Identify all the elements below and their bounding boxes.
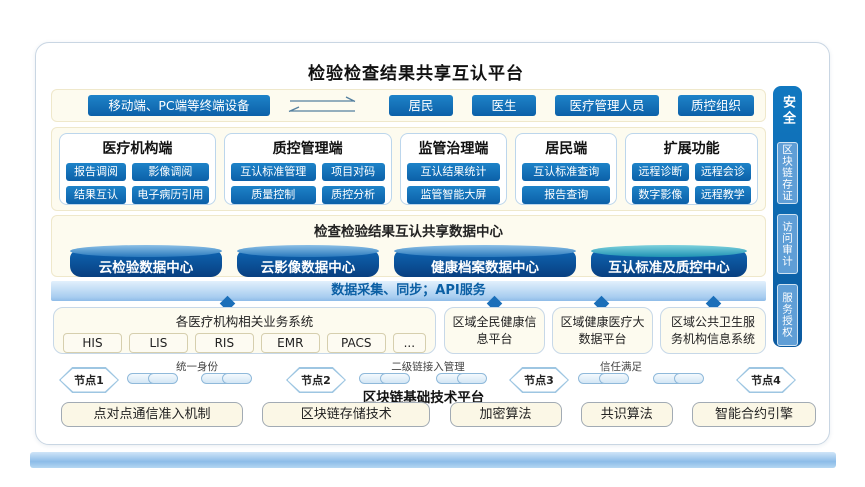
data-center-section: 检查检验结果互认共享数据中心 云检验数据中心 云影像数据中心 健康档案数据中心 … [51, 215, 766, 277]
blockchain-node-2: 节点2 [286, 367, 346, 393]
chain-link-icon [653, 373, 704, 384]
security-item-service-authorization: 服务授权 [777, 284, 798, 346]
chain-link-icon [201, 373, 252, 384]
blockchain-components-row: 点对点通信准入机制 区块链存储技术 加密算法 共识算法 智能合约引擎 [61, 402, 816, 427]
component-smart-contract: 智能合约引擎 [692, 402, 816, 427]
blockchain-node-4: 节点4 [736, 367, 796, 393]
cylinder-label: 互认标准及质控中心 [608, 259, 730, 276]
user-role-medical-admin: 医疗管理人员 [555, 95, 659, 116]
component-p2p-access: 点对点通信准入机制 [61, 402, 243, 427]
link-label-subchain-access: 二级链接入管理 [391, 361, 465, 373]
security-item-access-audit: 访问审计 [777, 214, 798, 274]
feature-quality-control: 质量控制 [230, 186, 316, 204]
feature-item-mapping: 项目对码 [321, 163, 385, 181]
chain-link-icon [436, 373, 487, 384]
cylinder-label: 健康档案数据中心 [431, 259, 539, 276]
user-role-qc-org: 质控组织 [678, 95, 754, 116]
feature-smart-dashboard: 监管智能大屏 [406, 186, 501, 204]
feature-remote-consultation: 远程会诊 [694, 163, 752, 181]
system-his: HIS [63, 333, 122, 353]
feature-report-query: 报告查询 [522, 186, 611, 204]
panel-resident: 居民端 互认标准查询 报告查询 [515, 133, 618, 205]
system-ellipsis: ... [392, 333, 426, 353]
link-label-trust: 信任满足 [600, 361, 642, 373]
component-encryption: 加密算法 [449, 402, 562, 427]
panel-title: 监管治理端 [418, 141, 489, 157]
terminal-device-box: 移动端、PC端等终端设备 [88, 95, 270, 116]
feature-remote-teaching: 远程教学 [694, 186, 752, 204]
feature-result-recognition: 结果互认 [66, 186, 126, 204]
feature-standard-management: 互认标准管理 [230, 163, 316, 181]
chain-link-icon [359, 373, 410, 384]
node-label: 节点1 [74, 374, 104, 387]
platform-frame: 检验检查结果共享互认平台 移动端、PC端等终端设备 居民 医生 医疗管理人员 质… [35, 42, 830, 445]
regional-platform-public-health: 区域公共卫生服务机构信息系统 [660, 307, 766, 354]
feature-recognition-stats: 互认结果统计 [406, 163, 501, 181]
feature-emr-reference: 电子病历引用 [132, 186, 209, 204]
security-sidebar: 安全 区块链存证 访问审计 服务授权 [773, 86, 802, 347]
feature-qc-analysis: 质控分析 [321, 186, 385, 204]
panel-title: 居民端 [545, 141, 588, 157]
panel-supervision: 监管治理端 互认结果统计 监管智能大屏 [399, 133, 508, 205]
link-label-identity: 统一身份 [176, 361, 218, 373]
blockchain-node-3: 节点3 [509, 367, 569, 393]
security-title: 安全 [780, 95, 795, 127]
system-lis: LIS [128, 333, 188, 353]
panel-medical-institution: 医疗机构端 报告调阅 影像调阅 结果互认 电子病历引用 [59, 133, 216, 205]
node-label: 节点2 [301, 374, 331, 387]
client-panels-row: 医疗机构端 报告调阅 影像调阅 结果互认 电子病历引用 质控管理端 互认标准管理… [51, 127, 766, 211]
component-consensus: 共识算法 [580, 402, 673, 427]
cylinder-imaging-data-center: 云影像数据中心 [237, 245, 379, 277]
panel-title: 质控管理端 [272, 141, 343, 157]
feature-standard-query: 互认标准查询 [522, 163, 611, 181]
node-label: 节点3 [524, 374, 554, 387]
api-service-bar: 数据采集、同步；API服务 [51, 281, 766, 301]
cylinder-health-record-center: 健康档案数据中心 [394, 245, 576, 277]
blockchain-node-row: 统一身份 二级链接入管理 信任满足 节点1 节点2 节点3 节点4 [51, 359, 811, 395]
feature-remote-diagnosis: 远程诊断 [632, 163, 689, 181]
hospital-systems-box: 各医疗机构相关业务系统 HIS LIS RIS EMR PACS ... [53, 307, 436, 354]
panel-qc-management: 质控管理端 互认标准管理 项目对码 质量控制 质控分析 [223, 133, 392, 205]
cylinder-standard-qc-center: 互认标准及质控中心 [591, 245, 747, 277]
panel-title: 扩展功能 [663, 141, 720, 157]
regional-platform-big-data: 区域健康医疗大数据平台 [552, 307, 653, 354]
blockchain-node-1: 节点1 [59, 367, 119, 393]
security-item-blockchain-evidence: 区块链存证 [777, 142, 798, 204]
terminal-row: 移动端、PC端等终端设备 居民 医生 医疗管理人员 质控组织 [51, 89, 766, 122]
panel-title: 医疗机构端 [102, 141, 173, 157]
component-storage: 区块链存储技术 [262, 402, 431, 427]
system-ris: RIS [194, 333, 254, 353]
node-label: 节点4 [751, 374, 781, 387]
panel-extended-functions: 扩展功能 远程诊断 远程会诊 数字影像 远程教学 [625, 133, 759, 205]
system-emr: EMR [260, 333, 320, 353]
user-role-resident: 居民 [389, 95, 453, 116]
system-pacs: PACS [326, 333, 386, 353]
chain-link-icon [127, 373, 178, 384]
user-role-doctor: 医生 [472, 95, 536, 116]
feature-report-view: 报告调阅 [66, 163, 126, 181]
bidirectional-arrow-icon [288, 95, 356, 112]
chain-link-icon [578, 373, 629, 384]
base-platform-bar [30, 452, 836, 468]
data-center-title: 检查检验结果互认共享数据中心 [314, 224, 503, 240]
hospital-systems-title: 各医疗机构相关业务系统 [175, 314, 314, 329]
cylinder-label: 云影像数据中心 [260, 259, 356, 276]
cylinder-lab-data-center: 云检验数据中心 [70, 245, 222, 277]
page-title: 检验检查结果共享互认平台 [308, 64, 524, 84]
cylinder-label: 云检验数据中心 [98, 259, 194, 276]
feature-digital-imaging: 数字影像 [632, 186, 689, 204]
regional-platform-health-info: 区域全民健康信息平台 [444, 307, 545, 354]
feature-image-view: 影像调阅 [132, 163, 209, 181]
